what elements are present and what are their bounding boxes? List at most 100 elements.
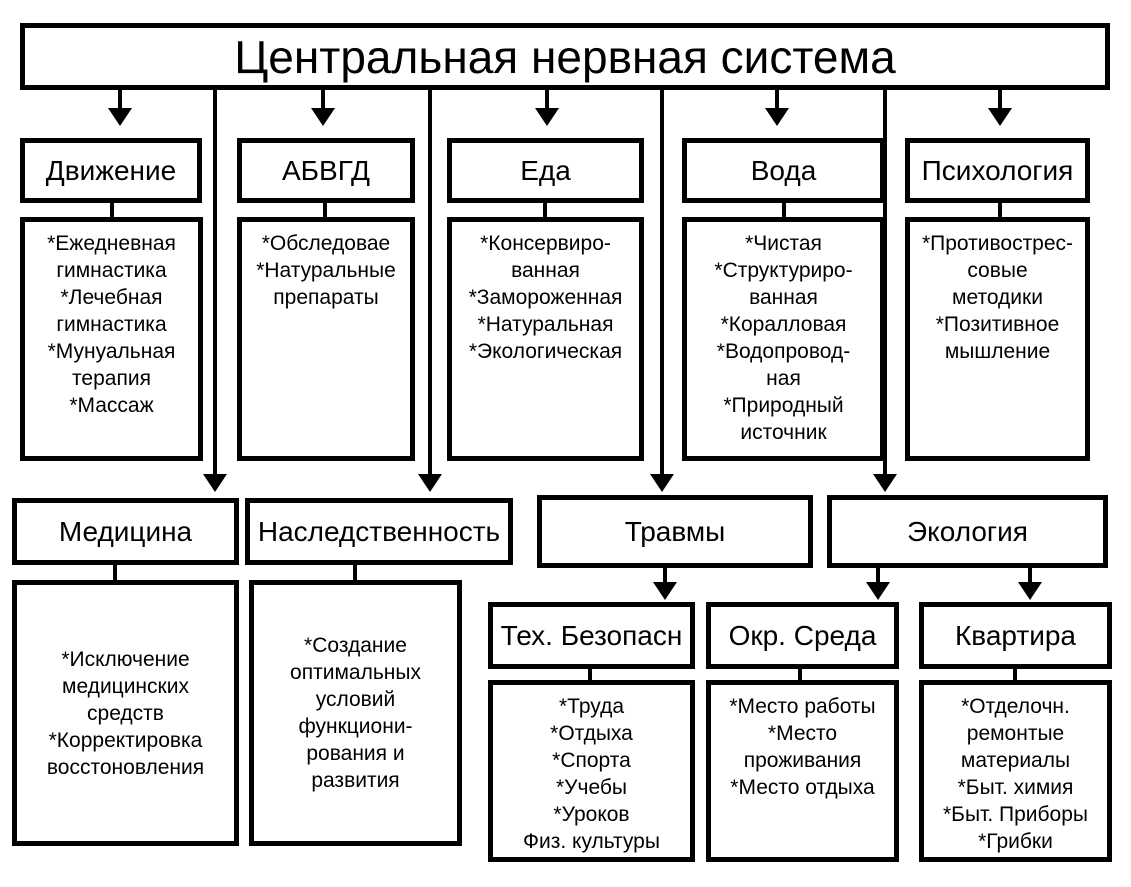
content-psihologiya: *Противострес- совые методики *Позитивно… (905, 217, 1090, 461)
voda-item: источник (740, 421, 827, 444)
category-title-abvgd: АБВГД (237, 138, 415, 203)
category-title-nasledstvennost: Наследственность (245, 498, 513, 565)
psihologiya-item: *Противострес- (921, 232, 1074, 255)
arrowhead-travmy (650, 474, 674, 492)
eda-item: ванная (511, 259, 580, 282)
abvgd-label: АБВГД (282, 154, 370, 186)
kvartira-item: *Быт. Приборы (943, 803, 1088, 826)
okr-sreda-label: Окр. Среда (728, 619, 877, 651)
nasledstvennost-item: условий (315, 688, 396, 711)
travmy-label: Травмы (624, 515, 726, 547)
arrowhead-ekologiya (873, 474, 897, 492)
kvartira-item: материалы (960, 749, 1071, 772)
nasledstvennost-item: функциони- (298, 715, 413, 738)
arrowhead-voda (765, 108, 789, 126)
dvizhenie-item: гимнастика (56, 259, 167, 282)
okr-sreda-item: *Место работы (729, 695, 876, 718)
dvizhenie-item: *Ежедневная (47, 232, 176, 255)
medicina-item: *Исключение (61, 647, 190, 671)
content-kvartira: *Отделочн. ремонтые материалы *Быт. хими… (919, 680, 1112, 862)
psihologiya-item: мышление (944, 340, 1051, 363)
okr-sreda-item: *Место (767, 722, 838, 745)
content-abvgd: *Обследовае *Натуральные препараты (237, 217, 415, 461)
okr-sreda-item: *Место отдыха (730, 776, 875, 799)
voda-item: *Структуриро- (714, 259, 853, 282)
medicina-label: Медицина (58, 515, 193, 547)
content-okr-sreda: *Место работы *Место проживания *Место о… (706, 680, 899, 862)
okr-sreda-item: проживания (743, 749, 862, 772)
teh-bezopasn-item: *Отдыха (550, 722, 633, 745)
teh-bezopasn-item: *Спорта (552, 749, 631, 772)
teh-bezopasn-item: *Труда (559, 695, 624, 718)
eda-label: Еда (520, 154, 571, 186)
teh-bezopasn-item: *Уроков (553, 803, 630, 826)
medicina-item: медицинских (62, 674, 189, 698)
teh-bezopasn-item: Физ. культуры (523, 830, 660, 853)
kvartira-item: *Грибки (978, 830, 1053, 853)
psihologiya-item: совые (967, 259, 1028, 282)
nasledstvennost-item: развития (311, 769, 400, 792)
medicina-item: восстоновления (46, 755, 205, 779)
arrowhead-eda (535, 108, 559, 126)
medicina-item: *Корректировка (48, 728, 203, 752)
voda-item: *Природный (723, 394, 844, 417)
ekologiya-label: Экология (907, 515, 1028, 547)
kvartira-item: *Быт. химия (957, 776, 1074, 799)
voda-item: *Чистая (745, 232, 822, 255)
dvizhenie-item: *Массаж (69, 394, 154, 417)
arrowhead-kvartira (1018, 582, 1042, 600)
category-title-ekologiya: Экология (827, 495, 1108, 568)
dvizhenie-item: терапия (72, 367, 151, 390)
category-title-dvizhenie: Движение (20, 138, 202, 203)
medicina-item: средств (87, 701, 164, 725)
abvgd-item: *Натуральные (256, 259, 396, 282)
voda-item: ванная (749, 286, 818, 309)
psihologiya-item: *Позитивное (935, 313, 1060, 336)
content-eda: *Консервиро- ванная *Замороженная *Натур… (447, 217, 644, 461)
eda-item: *Консервиро- (480, 232, 611, 255)
arrowhead-psihologiya (988, 108, 1012, 126)
category-title-kvartira: Квартира (919, 602, 1112, 669)
content-voda: *Чистая *Структуриро- ванная *Коралловая… (682, 217, 885, 461)
eda-item: *Замороженная (468, 286, 623, 309)
category-title-travmy: Травмы (537, 495, 813, 568)
eda-item: *Экологическая (468, 340, 623, 363)
kvartira-item: *Отделочн. (961, 695, 1070, 718)
category-title-teh-bezopasn: Тех. Безопасн (488, 602, 695, 669)
dvizhenie-label: Движение (45, 154, 177, 186)
dvizhenie-item: *Мунуальная (47, 340, 176, 363)
root-box: Центральная нервная система (20, 23, 1110, 90)
category-title-voda: Вода (682, 138, 885, 203)
dvizhenie-item: гимнастика (56, 313, 167, 336)
kvartira-item: ремонтые (966, 722, 1065, 745)
psihologiya-label: Психология (921, 154, 1074, 186)
arrowhead-abvgd (311, 108, 335, 126)
arrowhead-dvizhenie (108, 108, 132, 126)
category-title-medicina: Медицина (12, 498, 239, 565)
arrowhead-okr (866, 582, 890, 600)
category-title-psihologiya: Психология (905, 138, 1090, 203)
abvgd-item: препараты (273, 286, 379, 309)
psihologiya-item: методики (952, 286, 1043, 309)
nasledstvennost-label: Наследственность (257, 515, 501, 547)
content-teh-bezopasn: *Труда *Отдыха *Спорта *Учебы *Уроков Фи… (488, 680, 695, 862)
teh-bezopasn-label: Тех. Безопасн (500, 619, 683, 651)
arrowhead-teh (653, 582, 677, 600)
teh-bezopasn-item: *Учебы (555, 776, 628, 799)
eda-item: *Натуральная (477, 313, 614, 336)
nasledstvennost-item: оптимальных (290, 661, 421, 684)
abvgd-item: *Обследовае (261, 232, 391, 255)
arrowhead-nasledstvennost (418, 474, 442, 492)
dvizhenie-item: *Лечебная (60, 286, 163, 309)
voda-label: Вода (750, 154, 817, 186)
root-title: Центральная нервная система (234, 30, 896, 83)
arrowhead-medicina (203, 474, 227, 492)
voda-item: *Водопровод- (716, 340, 851, 363)
content-medicina: *Исключение медицинских средств *Коррект… (12, 580, 239, 846)
voda-item: *Коралловая (720, 313, 847, 336)
nasledstvennost-item: рования и (306, 742, 405, 765)
voda-item: ная (766, 367, 801, 390)
kvartira-label: Квартира (954, 619, 1076, 651)
